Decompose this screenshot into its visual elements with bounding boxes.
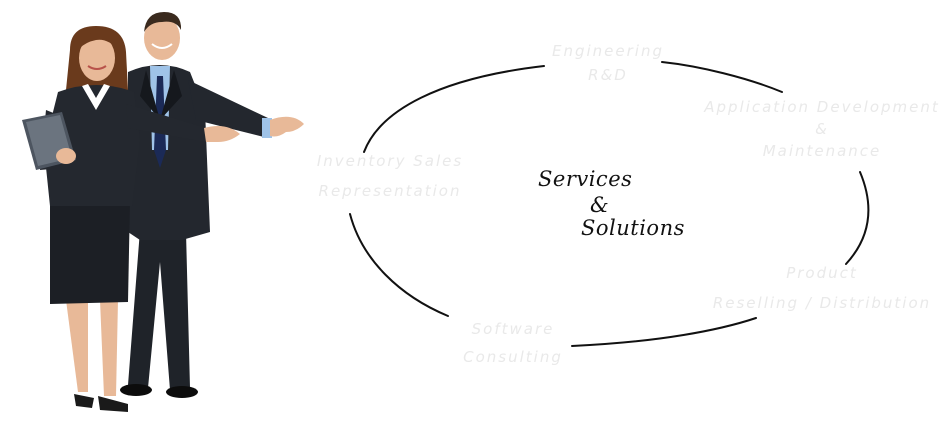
- segment-engineering: Engineering R&D: [548, 42, 668, 84]
- segment-label: Engineering: [552, 42, 664, 60]
- businessman-figure: [120, 12, 304, 398]
- segment-label: Reselling / Distribution: [712, 294, 932, 312]
- businesswoman-figure: [22, 26, 240, 412]
- segment-application-development: Application Development & Maintenance: [702, 98, 942, 160]
- segment-label: &: [815, 120, 829, 138]
- business-people-illustration: [22, 12, 304, 412]
- ellipse-outline: [349, 61, 870, 347]
- segment-label: R&D: [588, 66, 628, 84]
- segment-software-consulting: Software Consulting: [458, 320, 568, 366]
- segment-label: Consulting: [463, 348, 563, 366]
- segment-label: Maintenance: [762, 142, 882, 160]
- center-title-line3: Solutions: [581, 216, 685, 240]
- center-title-line1: Services: [538, 167, 633, 191]
- segment-label: Inventory Sales: [316, 152, 464, 170]
- segment-product: Product Reselling / Distribution: [702, 264, 942, 312]
- segment-label: Product: [786, 264, 858, 282]
- segment-label: Software: [471, 320, 555, 338]
- segment-label: Application Development: [704, 98, 940, 116]
- segment-inventory-sales: Inventory Sales Representation: [300, 152, 480, 200]
- center-title-line2: &: [590, 193, 610, 217]
- segment-label: Representation: [318, 182, 462, 200]
